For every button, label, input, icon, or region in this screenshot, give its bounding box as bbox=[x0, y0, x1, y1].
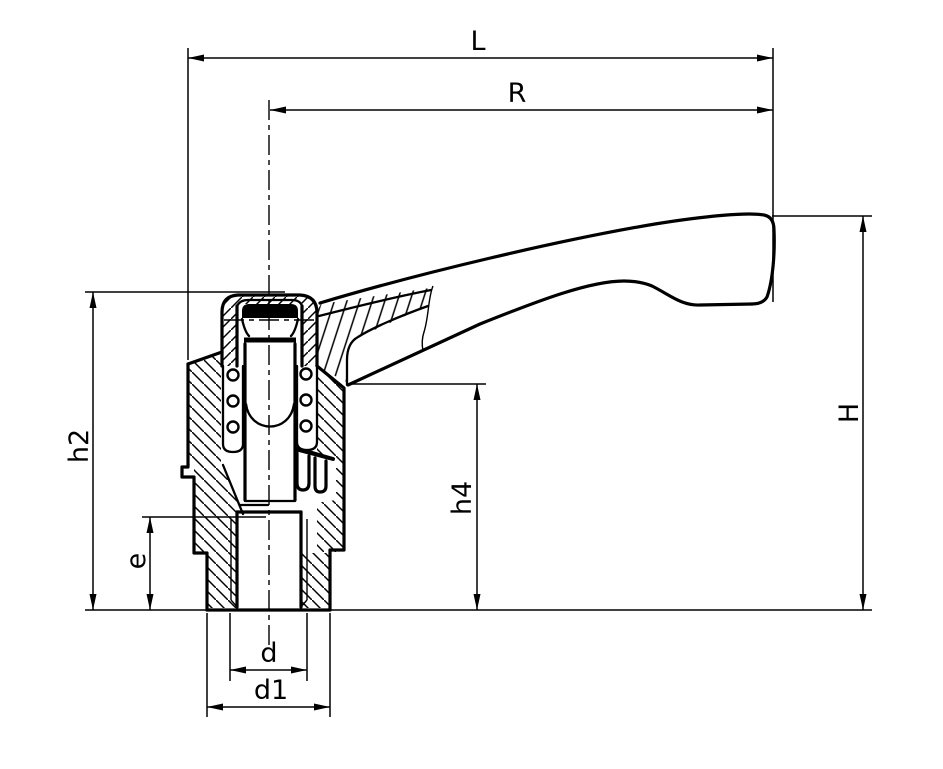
arm-section-band bbox=[317, 288, 430, 384]
dim-label-d: d bbox=[260, 638, 277, 669]
arrowhead bbox=[270, 106, 286, 114]
spring-seat-arc bbox=[244, 402, 296, 428]
arrowhead bbox=[291, 666, 307, 674]
body-right-profile bbox=[315, 364, 346, 612]
thread-major-lines bbox=[230, 519, 308, 600]
arrowhead bbox=[89, 594, 97, 610]
dimension-L: L bbox=[188, 26, 773, 62]
spring-screw-assembly bbox=[221, 342, 319, 503]
dimension-h4: h4 bbox=[447, 384, 481, 610]
arrowhead bbox=[859, 594, 867, 610]
arm-band-bottom-line bbox=[345, 304, 430, 387]
arrowhead bbox=[146, 517, 154, 533]
cap-ring bbox=[222, 295, 317, 366]
dim-label-e: e bbox=[121, 553, 152, 570]
body-left-wall bbox=[189, 353, 221, 465]
dim-label-L: L bbox=[470, 26, 485, 57]
screw-shank-bg bbox=[244, 344, 296, 501]
arrowhead bbox=[314, 703, 330, 711]
arrowhead bbox=[859, 216, 867, 232]
dim-label-H: H bbox=[834, 403, 865, 423]
screw-shank bbox=[243, 342, 297, 502]
arrowhead bbox=[473, 594, 481, 610]
dimension-e: e bbox=[121, 517, 154, 610]
arrowhead bbox=[188, 54, 204, 62]
dimensions: L R H h2 h4 bbox=[64, 26, 872, 717]
cap-bore-walls bbox=[235, 304, 304, 368]
spring-coils bbox=[226, 367, 313, 434]
arrowhead bbox=[89, 292, 97, 308]
centerlines bbox=[224, 100, 314, 648]
body-left-profile bbox=[180, 362, 209, 612]
screw-neck bbox=[240, 317, 300, 338]
arrowhead bbox=[146, 594, 154, 610]
arm-break-line bbox=[421, 285, 434, 352]
nut-left bbox=[208, 553, 237, 608]
body-top-left-edge bbox=[186, 350, 224, 366]
arrowhead bbox=[473, 384, 481, 400]
dim-label-h4: h4 bbox=[447, 481, 478, 515]
dimension-H: H bbox=[834, 216, 867, 610]
spring-channel-right bbox=[295, 364, 319, 452]
cap-bore-top bbox=[235, 298, 304, 308]
dimension-R: R bbox=[270, 78, 773, 114]
arrowhead bbox=[757, 54, 773, 62]
dim-label-h2: h2 bbox=[64, 429, 95, 463]
arm-underside bbox=[346, 279, 754, 387]
arrowhead bbox=[207, 703, 223, 711]
spring-channel-left bbox=[221, 364, 245, 454]
lever bbox=[220, 212, 776, 387]
thread-minor-lines bbox=[235, 510, 303, 609]
dimension-d: d bbox=[230, 638, 307, 674]
arm-top-edge bbox=[318, 212, 776, 306]
dimension-d1: d1 bbox=[207, 675, 330, 711]
dim-label-R: R bbox=[508, 78, 527, 109]
arm-inner-line bbox=[317, 288, 433, 318]
arrowhead bbox=[757, 106, 773, 114]
thread-chamfers bbox=[230, 599, 308, 609]
arrowhead bbox=[230, 666, 246, 674]
dim-label-d1: d1 bbox=[254, 675, 288, 706]
dimension-h2: h2 bbox=[64, 292, 97, 610]
retaining-nut bbox=[242, 304, 298, 318]
nut-right bbox=[301, 553, 330, 608]
